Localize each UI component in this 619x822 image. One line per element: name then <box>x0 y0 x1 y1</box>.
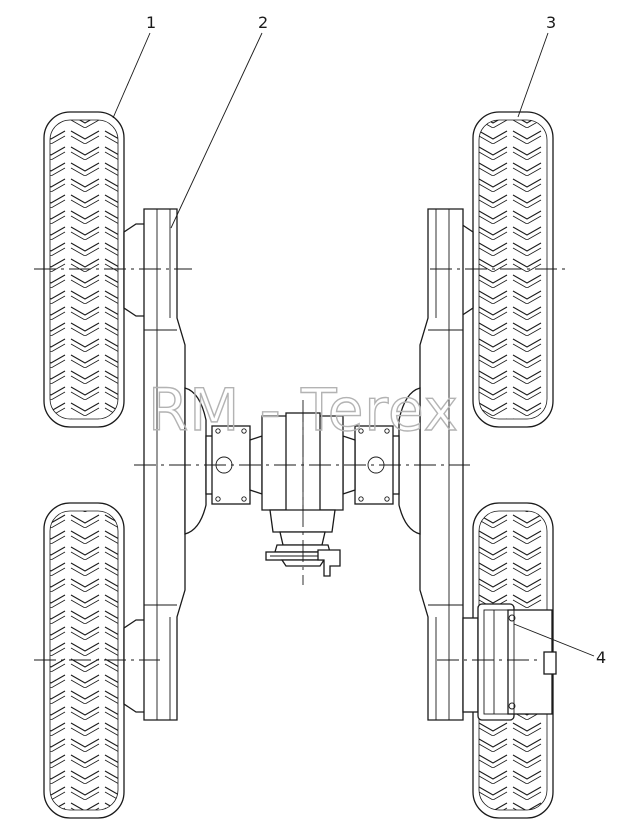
wheel-front-left <box>43 111 125 428</box>
hub-rear-left <box>123 619 146 713</box>
leader-line-2 <box>170 32 263 229</box>
leader-lines <box>112 32 595 657</box>
leader-line-1 <box>112 32 151 119</box>
balancer-beam-left <box>143 208 186 721</box>
centerlines <box>34 268 568 661</box>
wheel-front-right <box>472 111 554 428</box>
hub-front-left <box>123 223 146 317</box>
callout-label-1: 1 <box>146 13 156 32</box>
leader-line-4 <box>513 623 595 657</box>
wheel-hub-assembly <box>462 603 557 721</box>
balancer-beam-right <box>419 208 464 721</box>
callout-label-2: 2 <box>258 13 268 32</box>
watermark-text: RM - Terex <box>148 376 459 444</box>
callout-label-4: 4 <box>596 648 606 667</box>
leader-line-3 <box>517 32 549 118</box>
wheel-rear-left <box>43 502 125 819</box>
callout-label-3: 3 <box>546 13 556 32</box>
